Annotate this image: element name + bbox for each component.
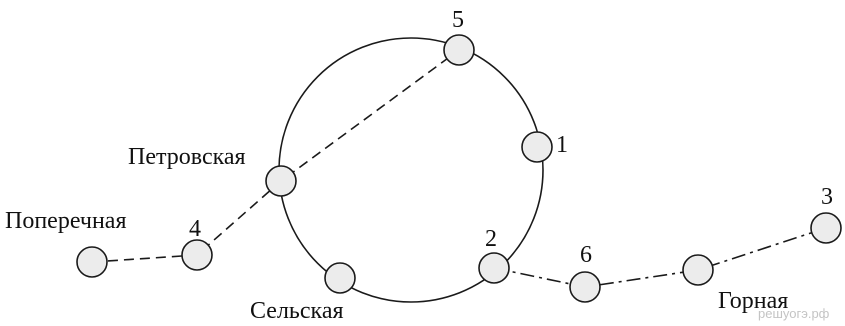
label-gornaya: Горная — [718, 288, 788, 314]
watermark-text: решуогэ.рф — [758, 306, 830, 321]
label-6: 6 — [580, 242, 592, 268]
station-petrovskaya — [265, 165, 297, 197]
station-6 — [569, 271, 601, 303]
station-3 — [810, 212, 842, 244]
label-5: 5 — [452, 7, 464, 33]
label-2: 2 — [485, 226, 497, 252]
station-1 — [521, 131, 553, 163]
dash-dot-line — [493, 227, 827, 288]
station-poperechnaya — [76, 246, 108, 278]
label-selskaya: Сельская — [250, 298, 344, 324]
station-gornaya — [682, 254, 714, 286]
dashed-line — [91, 49, 460, 263]
label-4: 4 — [189, 216, 201, 242]
station-5 — [443, 34, 475, 66]
station-4 — [181, 239, 213, 271]
label-petrovskaya: Петровская — [128, 144, 246, 170]
station-2 — [478, 252, 510, 284]
label-poperechnaya: Поперечная — [5, 208, 127, 234]
station-selskaya — [324, 262, 356, 294]
label-1: 1 — [556, 132, 568, 158]
label-3: 3 — [821, 184, 833, 210]
